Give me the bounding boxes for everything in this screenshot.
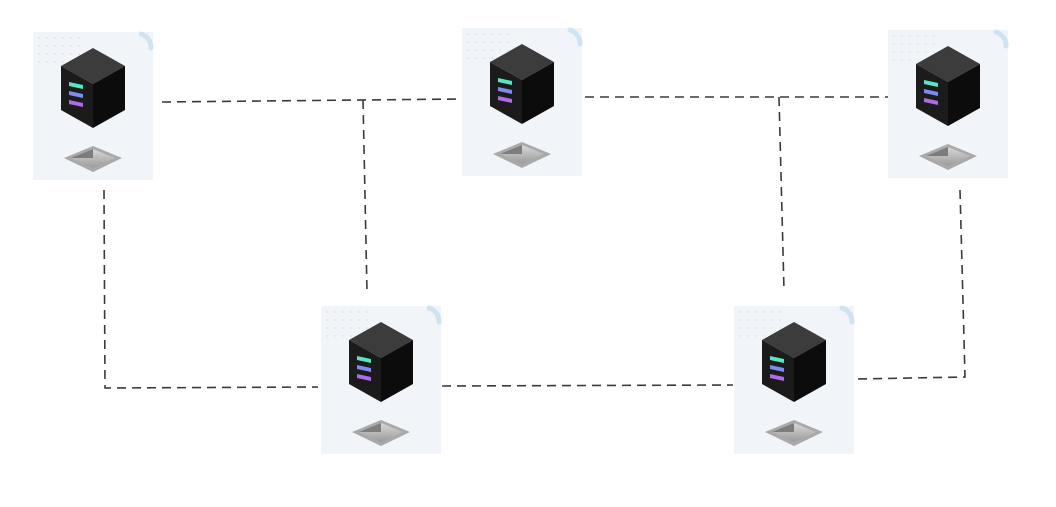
card-arc-decoration bbox=[138, 31, 154, 51]
server-logo-icon bbox=[924, 80, 938, 105]
card-dot-pattern bbox=[739, 311, 781, 337]
server-nodes bbox=[33, 27, 1009, 454]
server-logo-icon bbox=[498, 78, 512, 103]
link-server3-server5 bbox=[856, 189, 966, 380]
server-cube-icon bbox=[349, 322, 413, 402]
card-arc-decoration bbox=[426, 305, 442, 325]
server-node-server-4 bbox=[321, 305, 442, 454]
link-server4-server5 bbox=[441, 384, 734, 387]
server-node-server-2 bbox=[462, 27, 583, 176]
pedestal-icon bbox=[64, 146, 122, 172]
pedestal-icon bbox=[493, 142, 551, 168]
pedestal-icon bbox=[919, 144, 977, 170]
pedestal-icon bbox=[352, 420, 410, 446]
card-arc-decoration bbox=[839, 305, 855, 325]
server-logo-icon bbox=[357, 356, 371, 381]
server-node-server-3 bbox=[888, 29, 1009, 178]
link-server1-server4 bbox=[103, 189, 319, 389]
server-cube-icon bbox=[61, 48, 125, 128]
connection-links bbox=[103, 96, 966, 389]
link-server1-server2 bbox=[161, 98, 463, 103]
server-node-server-5 bbox=[734, 305, 855, 454]
server-cube-icon bbox=[490, 44, 554, 124]
card-dot-pattern bbox=[893, 35, 935, 61]
server-cube-icon bbox=[916, 46, 980, 126]
link-server2-server4 bbox=[362, 99, 368, 293]
server-node-server-1 bbox=[33, 31, 154, 180]
card-arc-decoration bbox=[567, 27, 583, 47]
server-logo-icon bbox=[770, 356, 784, 381]
server-cube-icon bbox=[762, 322, 826, 402]
card-arc-decoration bbox=[993, 29, 1009, 49]
server-logo-icon bbox=[69, 82, 83, 107]
pedestal-icon bbox=[765, 420, 823, 446]
link-server3-server5-vertical bbox=[778, 96, 785, 291]
